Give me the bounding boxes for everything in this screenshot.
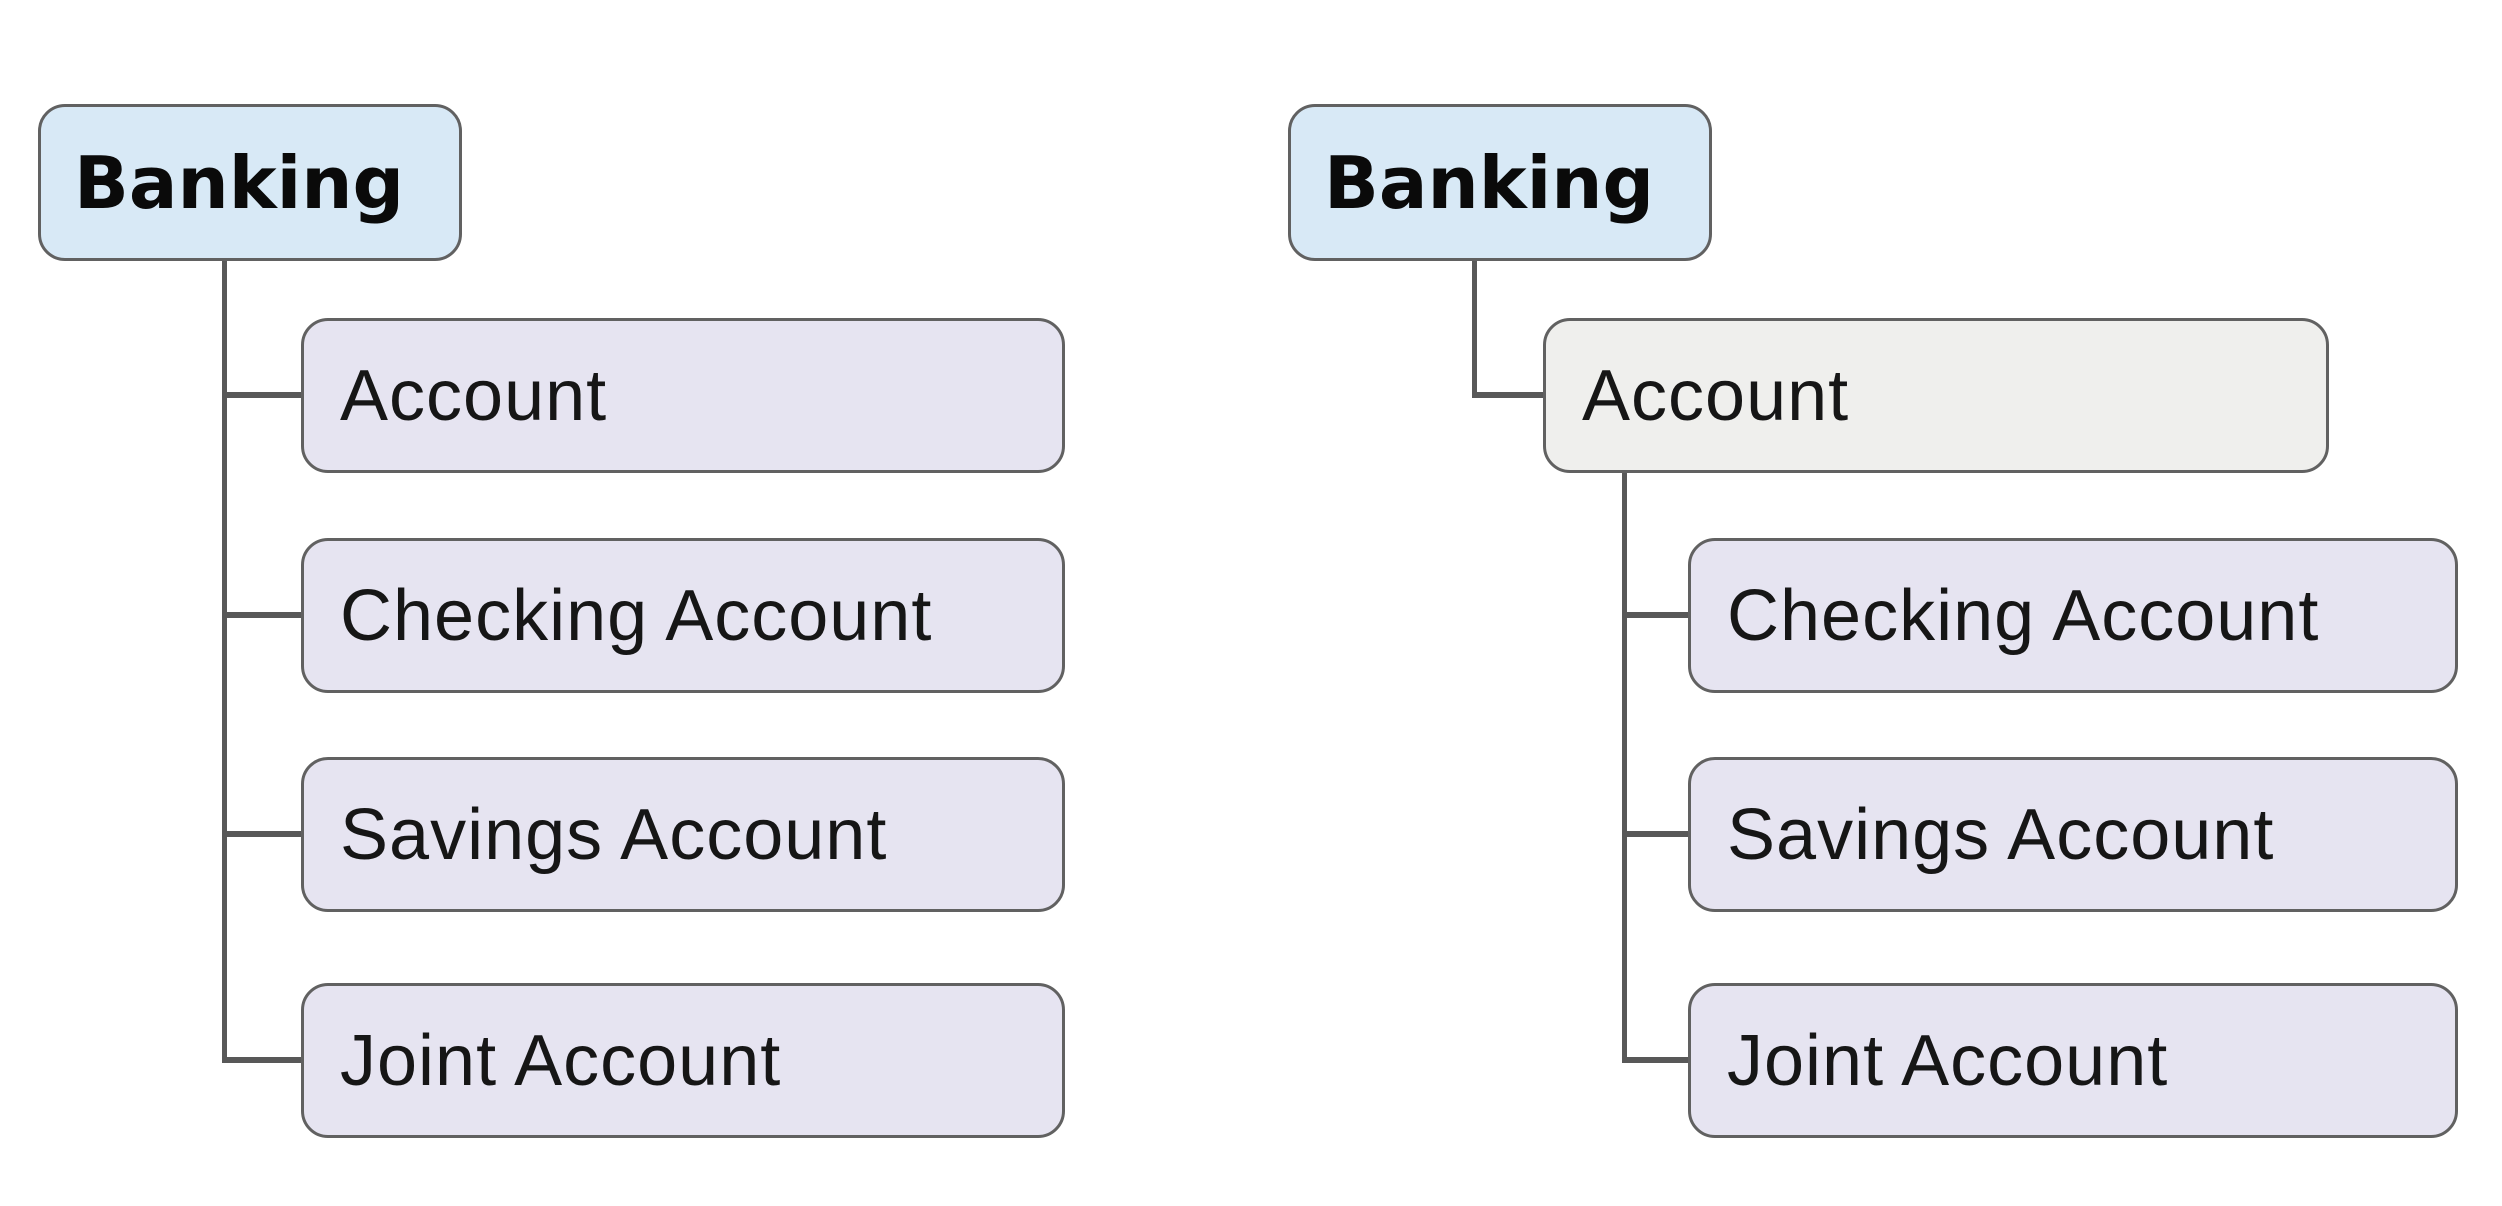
node-joint-account: Joint Account: [301, 983, 1065, 1138]
node-joint-account-label: Joint Account: [1727, 1020, 2169, 1101]
connector-branch-account: [222, 392, 303, 398]
connector-root-drop-line: [1472, 258, 1477, 398]
node-savings-account-label: Savings Account: [340, 794, 888, 875]
node-savings-account: Savings Account: [1688, 757, 2458, 912]
node-banking-label: Banking: [74, 140, 405, 225]
node-account: Account: [1543, 318, 2329, 473]
connector-trunk-line: [222, 258, 227, 1062]
connector-branch-checking-account: [1622, 612, 1690, 618]
node-checking-account: Checking Account: [301, 538, 1065, 693]
node-banking-label: Banking: [1324, 140, 1655, 225]
node-checking-account: Checking Account: [1688, 538, 2458, 693]
node-banking: Banking: [38, 104, 462, 261]
node-checking-account-label: Checking Account: [1727, 575, 2320, 656]
node-account-label: Account: [340, 355, 608, 436]
node-account: Account: [301, 318, 1065, 473]
connector-branch-savings-account: [1622, 831, 1690, 837]
connector-branch-savings-account: [222, 831, 303, 837]
connector-branch-joint-account: [222, 1057, 303, 1063]
node-joint-account-label: Joint Account: [340, 1020, 782, 1101]
node-account-label: Account: [1582, 355, 1850, 436]
node-joint-account: Joint Account: [1688, 983, 2458, 1138]
node-checking-account-label: Checking Account: [340, 575, 933, 656]
connector-branch-checking-account: [222, 612, 303, 618]
node-savings-account-label: Savings Account: [1727, 794, 2275, 875]
connector-branch-account: [1472, 392, 1545, 398]
connector-branch-joint-account: [1622, 1057, 1690, 1063]
node-banking: Banking: [1288, 104, 1712, 261]
connector-account-trunk-line: [1622, 471, 1627, 1062]
node-savings-account: Savings Account: [301, 757, 1065, 912]
